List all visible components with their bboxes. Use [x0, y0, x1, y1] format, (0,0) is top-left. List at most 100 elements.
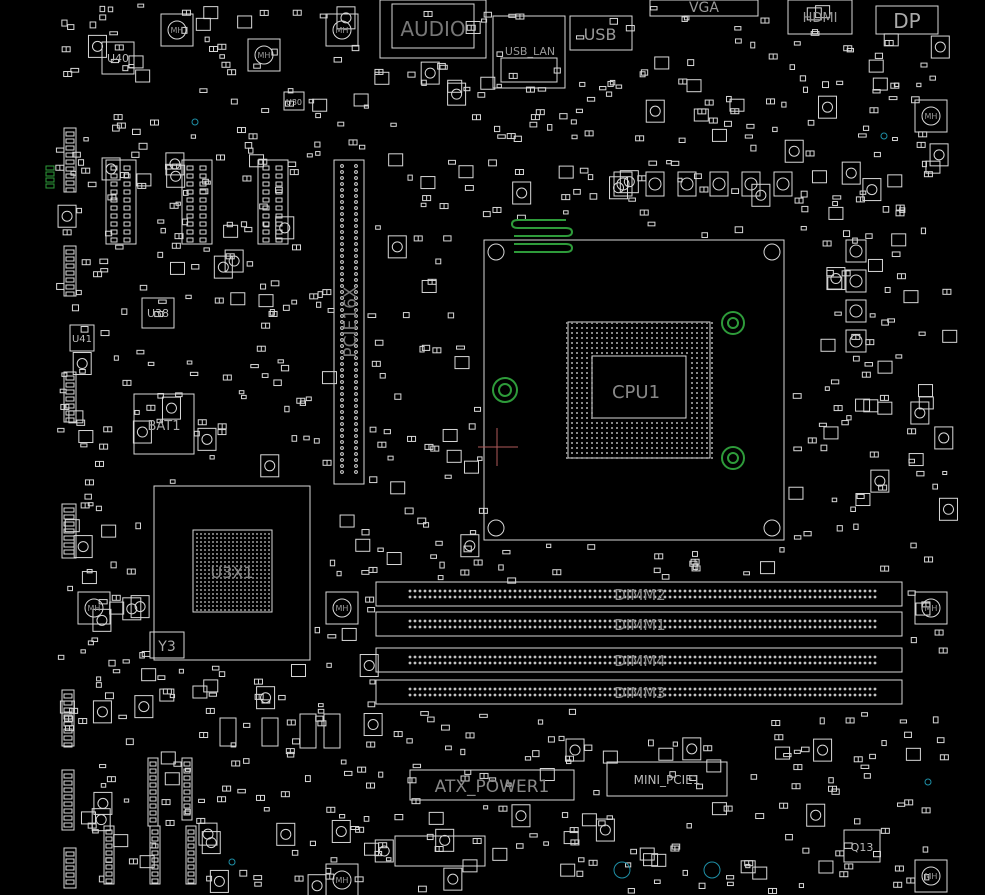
ic-part — [639, 847, 655, 861]
smd-part — [854, 818, 861, 825]
cpu-socket — [483, 239, 785, 541]
pin-header — [61, 689, 75, 748]
ic-part — [386, 552, 402, 566]
smd-part — [87, 181, 97, 188]
ic-part — [275, 216, 295, 240]
smd-part — [337, 121, 345, 127]
smd-part — [605, 91, 613, 97]
smd-part — [99, 14, 107, 21]
ic-part — [420, 61, 440, 85]
smd-part — [483, 805, 489, 810]
ic-part — [132, 420, 152, 444]
smd-part — [260, 283, 267, 290]
smd-part — [862, 125, 870, 131]
smd-part — [385, 857, 392, 862]
smd-part — [261, 373, 269, 378]
smd-part — [895, 354, 903, 359]
smd-part — [793, 446, 802, 452]
mount-hole: MH — [77, 591, 111, 625]
ic-part — [203, 679, 219, 693]
smd-part — [859, 190, 867, 195]
smd-part — [846, 415, 852, 421]
smd-part — [314, 141, 321, 148]
smd-part — [818, 422, 827, 427]
smd-part — [579, 167, 589, 174]
smd-part — [529, 121, 538, 128]
ic-part — [602, 750, 618, 764]
smd-part — [831, 497, 838, 503]
pin-header — [63, 371, 77, 423]
ic-part — [435, 828, 455, 852]
mount-hole: MH — [914, 591, 948, 625]
smd-part — [800, 190, 808, 198]
smd-part — [72, 151, 81, 158]
smd-part — [326, 662, 332, 668]
smd-part — [916, 470, 925, 477]
smd-part — [793, 535, 802, 540]
ic-part — [159, 688, 175, 702]
dp-connector — [875, 5, 939, 35]
smd-part — [181, 26, 188, 34]
ic-part — [443, 867, 463, 891]
smd-part — [836, 80, 844, 86]
mosfet — [613, 171, 633, 197]
smd-part — [846, 47, 854, 53]
smd-part — [378, 771, 384, 778]
smd-part — [589, 193, 598, 200]
smd-part — [351, 44, 360, 52]
smd-part — [920, 227, 927, 235]
smd-part — [882, 205, 890, 213]
usb-lan-label: USB_LAN — [505, 45, 555, 58]
ic-part — [595, 818, 615, 842]
smd-part — [731, 188, 740, 194]
ic-part — [141, 668, 157, 682]
smd-part — [681, 16, 688, 22]
ic-part — [198, 822, 218, 846]
smd-part — [308, 98, 315, 104]
smd-part — [330, 857, 338, 863]
smd-part — [686, 823, 692, 829]
smd-part — [253, 875, 263, 881]
svg-text:MH: MH — [925, 872, 938, 881]
smd-part — [474, 406, 482, 412]
smd-part — [158, 299, 167, 304]
smd-part — [822, 81, 829, 89]
pin-header — [149, 825, 161, 885]
smd-part — [344, 770, 353, 776]
smd-part — [79, 368, 86, 374]
smd-part — [502, 549, 511, 555]
ic-part — [209, 869, 229, 893]
smd-part — [869, 753, 876, 760]
q13-label: Q13 — [851, 841, 874, 854]
smd-part — [211, 665, 220, 671]
ic-part — [72, 352, 92, 376]
smd-part — [157, 251, 164, 258]
smd-part — [91, 637, 99, 643]
smd-part — [439, 64, 448, 70]
ic-part — [339, 514, 355, 528]
smd-part — [532, 750, 540, 758]
pin-header — [61, 503, 77, 559]
smd-part — [750, 774, 758, 780]
mosfet — [741, 171, 761, 197]
smd-part — [412, 763, 422, 769]
smd-part — [420, 202, 427, 208]
u30-label: U30 — [286, 98, 302, 107]
smd-part — [852, 355, 860, 362]
mount-hole: MH — [247, 38, 281, 72]
smd-part — [831, 788, 840, 795]
smd-part — [280, 364, 290, 372]
ic-part — [161, 396, 181, 420]
smd-part — [339, 813, 346, 819]
smd-part — [543, 841, 549, 846]
ic-part — [918, 396, 934, 410]
smd-part — [922, 846, 929, 853]
smd-part — [802, 847, 810, 854]
smd-part — [122, 659, 130, 664]
svg-text:MH: MH — [925, 604, 938, 613]
smd-part — [282, 304, 290, 311]
smd-part — [799, 75, 807, 82]
smd-part — [230, 98, 238, 105]
dimm2-label: DIMM2 — [614, 586, 665, 604]
smd-part — [463, 545, 472, 553]
